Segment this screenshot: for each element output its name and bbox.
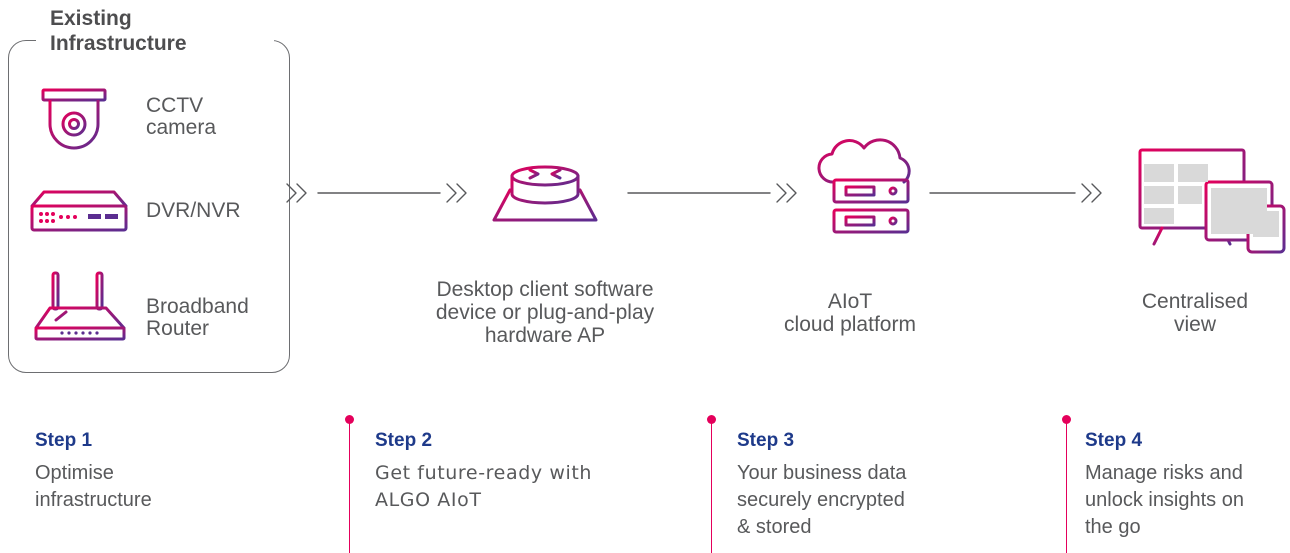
step-2-marker-line [348,420,350,553]
access-point-icon [492,165,598,222]
node-label-view: Centralised view [1141,290,1249,336]
device-label-router: Broadband Router [146,295,249,340]
multi-device-screens-icon [1138,148,1286,254]
step-3-marker-line [710,420,712,553]
cctv-camera-icon [41,88,107,150]
node-label-cloud: AIoT cloud platform [784,290,916,336]
cloud-server-icon [817,138,911,234]
step-4-marker-dot [1062,415,1071,424]
device-label-cctv: CCTV camera [146,94,217,139]
step-4-title: Step 4 [1085,430,1143,451]
step-2-desc: Get future-ready with ALGO AIoT [375,462,593,511]
step-2-marker-dot [345,415,354,424]
infrastructure-title: Existing Infrastructure [36,6,274,56]
step-4-marker-line [1065,420,1067,553]
step-1-desc: Optimise infrastructure [35,462,152,511]
step-1-title: Step 1 [35,430,93,451]
step-3-title: Step 3 [737,430,795,451]
router-icon [34,271,126,341]
node-label-client: Desktop client software device or plug-a… [435,278,655,347]
step-4-desc: Manage risks and unlock insights on the … [1085,462,1244,538]
dvr-nvr-icon [30,190,128,232]
device-label-dvr: DVR/NVR [146,199,241,222]
step-2-title: Step 2 [375,430,433,451]
step-3-marker-dot [707,415,716,424]
step-3-desc: Your business data securely encrypted & … [737,462,907,538]
